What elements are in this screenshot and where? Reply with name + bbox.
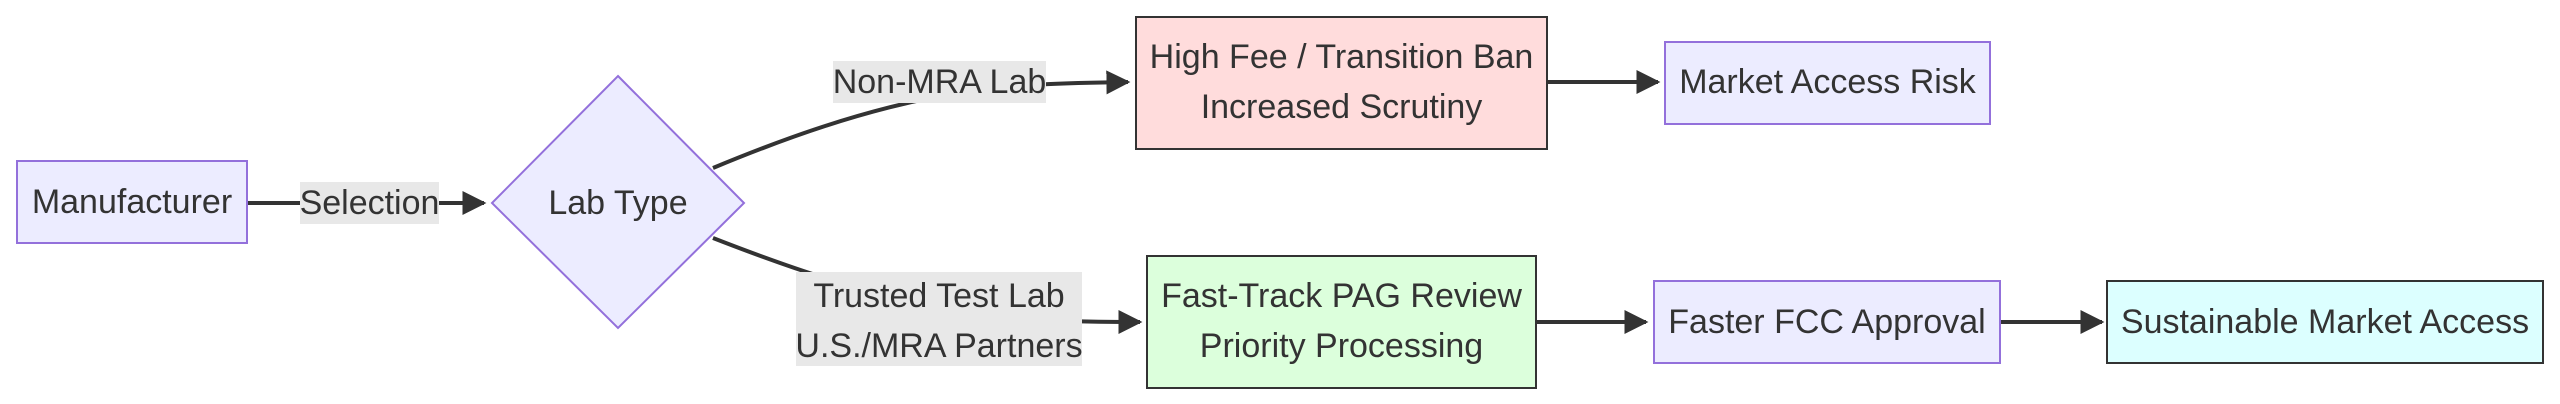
node-manufacturer-box xyxy=(16,160,248,244)
node-lab-type-label: Lab Type xyxy=(548,184,687,222)
node-manufacturer-label: Manufacturer xyxy=(32,183,232,221)
node-fast-track[interactable]: Fast-Track PAG Review Priority Processin… xyxy=(1146,255,1537,389)
edge-labels: Selection Non-MRA Lab Trusted Test Lab U… xyxy=(300,61,1083,366)
node-lab-type[interactable]: Lab Type xyxy=(490,74,746,330)
node-lab-type-diamond xyxy=(490,74,746,330)
node-faster-fcc[interactable]: Faster FCC Approval xyxy=(1653,280,2001,364)
edge-label-selection-text: Selection xyxy=(300,184,440,222)
node-high-fee[interactable]: High Fee / Transition Ban Increased Scru… xyxy=(1135,16,1548,150)
edge-label-non-mra: Non-MRA Lab xyxy=(833,61,1047,103)
node-market-access-risk-box xyxy=(1664,41,1991,125)
node-fast-track-box xyxy=(1146,255,1537,389)
node-fast-track-line1: Fast-Track PAG Review xyxy=(1161,277,1522,315)
node-high-fee-line1: High Fee / Transition Ban xyxy=(1150,38,1534,76)
edge-label-trusted-bg xyxy=(796,272,1082,366)
edge-label-selection: Selection xyxy=(300,182,440,224)
node-manufacturer[interactable]: Manufacturer xyxy=(16,160,248,244)
edge-label-non-mra-bg xyxy=(833,61,1046,103)
nodes: Manufacturer Lab Type High Fee / Transit… xyxy=(16,16,2544,389)
node-faster-fcc-box xyxy=(1653,280,2001,364)
node-high-fee-box xyxy=(1135,16,1548,150)
node-high-fee-line2: Increased Scrutiny xyxy=(1201,88,1483,126)
edge-label-trusted: Trusted Test Lab U.S./MRA Partners xyxy=(795,272,1083,366)
edge-label-trusted-line1: Trusted Test Lab xyxy=(813,277,1064,315)
edge-label-selection-bg xyxy=(300,182,439,224)
edge-label-trusted-line2: U.S./MRA Partners xyxy=(795,327,1082,365)
node-sustainable-label: Sustainable Market Access xyxy=(2121,303,2529,341)
node-sustainable[interactable]: Sustainable Market Access xyxy=(2106,280,2544,364)
node-fast-track-line2: Priority Processing xyxy=(1200,327,1483,365)
node-market-access-risk[interactable]: Market Access Risk xyxy=(1664,41,1991,125)
edge-label-non-mra-text: Non-MRA Lab xyxy=(833,63,1047,101)
node-faster-fcc-label: Faster FCC Approval xyxy=(1668,303,1985,341)
node-sustainable-box xyxy=(2106,280,2544,364)
node-market-access-risk-label: Market Access Risk xyxy=(1679,63,1977,101)
